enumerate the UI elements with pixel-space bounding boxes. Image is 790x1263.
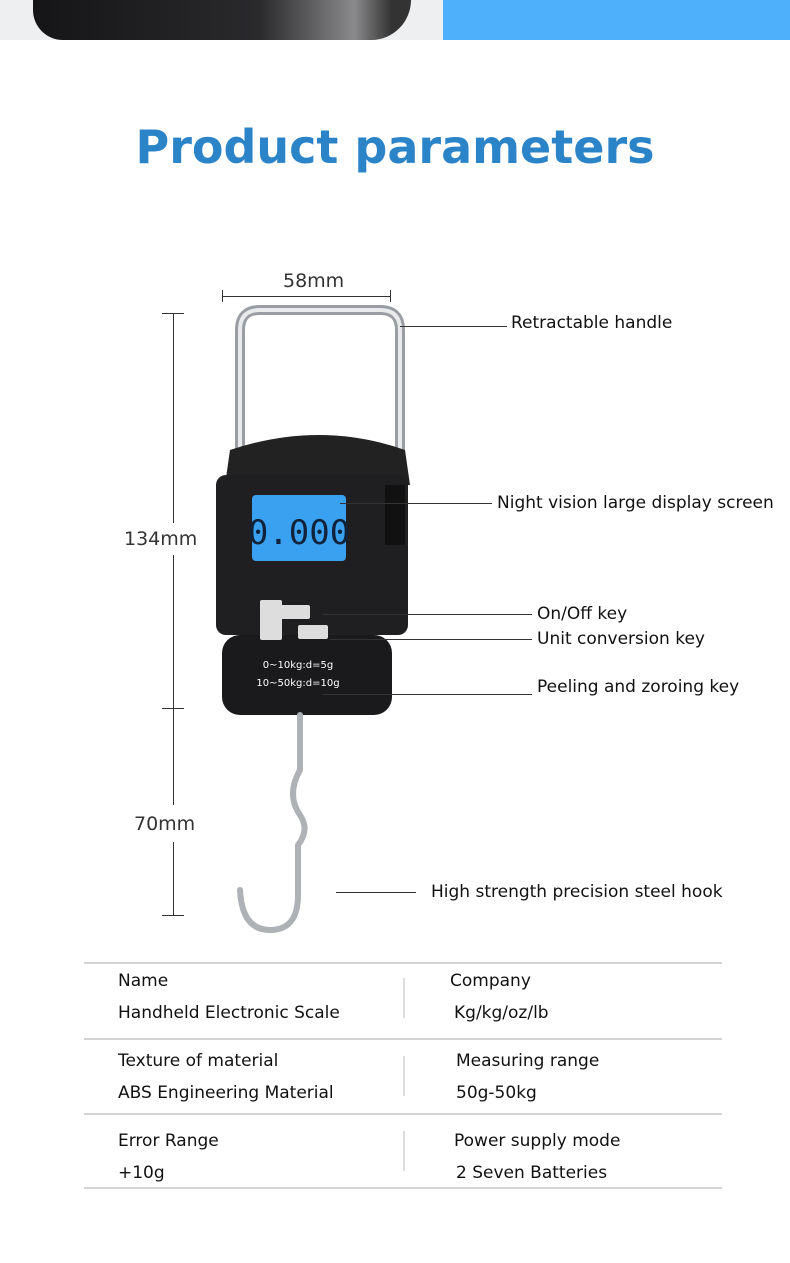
spec-label: Texture of material	[118, 1051, 279, 1071]
callout-unit: Unit conversion key	[537, 629, 705, 649]
spec-value: Handheld Electronic Scale	[118, 1003, 340, 1023]
spec-value: +10g	[118, 1163, 165, 1183]
callout-line	[336, 892, 416, 893]
spec-value: ABS Engineering Material	[118, 1083, 334, 1103]
tick	[162, 915, 184, 916]
table-divider	[84, 1038, 722, 1040]
blue-banner	[443, 0, 790, 40]
column-separator	[403, 978, 405, 1018]
tick	[162, 708, 184, 709]
scale-image-fragment	[33, 0, 411, 40]
display-reading: 0.000	[248, 513, 350, 553]
spec-label: Power supply mode	[454, 1131, 621, 1151]
spec-value: 2 Seven Batteries	[456, 1163, 608, 1183]
tick	[162, 313, 184, 314]
callout-on-off: On/Off key	[537, 604, 628, 624]
on-off-key	[280, 605, 310, 619]
height-line	[173, 313, 174, 523]
column-separator	[403, 1131, 405, 1171]
callout-line	[322, 614, 532, 615]
unit-key	[298, 625, 328, 639]
luggage-scale-illustration: 0.000 0~10kg:d=5g 10~50kg:d=10g	[216, 305, 410, 934]
height-line	[173, 842, 174, 915]
callout-line	[330, 639, 532, 640]
tick	[222, 290, 223, 302]
range-label: 0~10kg:d=5g	[263, 660, 333, 671]
range-label: 10~50kg:d=10g	[256, 678, 339, 689]
spec-label: Error Range	[118, 1131, 219, 1151]
height-line	[173, 555, 174, 805]
callout-line	[400, 326, 507, 327]
callout-hook: High strength precision steel hook	[431, 882, 723, 902]
spec-label: Company	[450, 971, 531, 991]
callout-line	[340, 503, 492, 504]
lcd-screen	[252, 495, 346, 561]
body-height-dimension: 134mm	[124, 528, 198, 550]
table-divider	[84, 1187, 722, 1189]
table-divider	[84, 1113, 722, 1115]
spec-value: 50g-50kg	[456, 1083, 537, 1103]
page-title: Product parameters	[135, 120, 655, 174]
table-divider	[84, 962, 722, 964]
callout-line	[322, 694, 532, 695]
spec-label: Measuring range	[456, 1051, 600, 1071]
width-line	[222, 296, 390, 297]
column-separator	[403, 1056, 405, 1096]
tick	[390, 290, 391, 302]
spec-value: Kg/kg/oz/lb	[454, 1003, 549, 1023]
hook-height-dimension: 70mm	[134, 813, 196, 835]
steel-hook	[237, 712, 308, 934]
callout-peel-zero: Peeling and zoroing key	[537, 677, 740, 697]
callout-handle: Retractable handle	[511, 313, 673, 333]
callout-display: Night vision large display screen	[497, 493, 774, 513]
spec-label: Name	[118, 971, 169, 991]
width-dimension: 58mm	[283, 270, 345, 292]
peel-zero-key	[260, 600, 282, 640]
